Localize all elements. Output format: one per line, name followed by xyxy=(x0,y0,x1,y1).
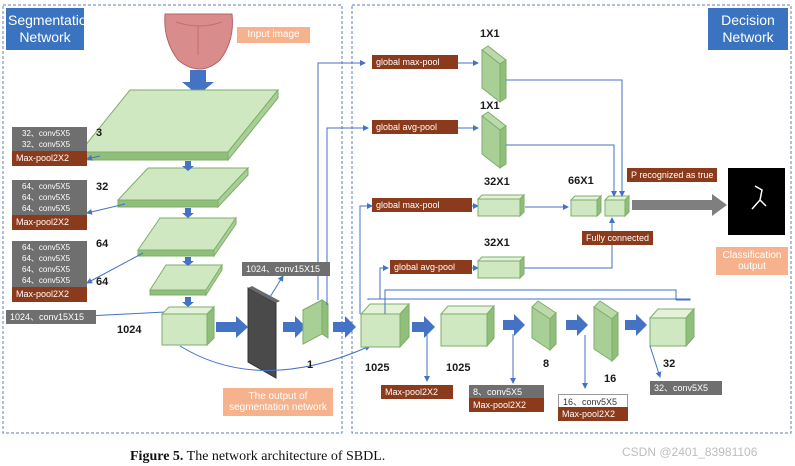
size-32x1-b: 32X1 xyxy=(484,237,510,249)
down-arrow-icon xyxy=(182,70,214,95)
stack-c: 64、conv5X5 64、conv5X5 64、conv5X5 64、conv… xyxy=(12,241,87,302)
stack-c-line: 64、conv5X5 xyxy=(12,241,87,254)
figure-caption: Figure 5. The network architecture of SB… xyxy=(130,449,385,465)
segmentation-section-border xyxy=(2,4,343,434)
global-max-pool-1: global max-pool xyxy=(372,55,458,69)
seg-output-label: The output of segmentation network xyxy=(223,388,333,416)
stack-a-line: 32、conv5X5 xyxy=(12,140,87,151)
classification-output-image xyxy=(728,168,785,235)
stack-b-line: 64、conv5X5 xyxy=(12,193,87,204)
stack-c-line: 64、conv5X5 xyxy=(12,254,87,265)
stack-b-line: 64、conv5X5 xyxy=(12,204,87,215)
p-recognized-label: P recognized as true xyxy=(627,168,718,182)
size-66x1: 66X1 xyxy=(568,175,594,187)
size-1x1-a: 1X1 xyxy=(480,28,500,40)
seg-number-1024: 1024 xyxy=(117,324,142,336)
right-arrow-icon xyxy=(216,316,248,338)
stack-b-line: 64、conv5X5 xyxy=(12,180,87,193)
segmentation-output-plate xyxy=(247,286,280,379)
stack-c-line: 64、conv5X5 xyxy=(12,265,87,276)
stack-d: 1024、conv15X15 xyxy=(6,310,96,324)
right-arrow-icon xyxy=(333,316,356,338)
watermark: CSDN @2401_83981106 xyxy=(622,445,758,459)
output-arrow-icon xyxy=(632,194,727,216)
cube-32 xyxy=(648,307,696,348)
slab-1 xyxy=(302,299,329,345)
fully-connected-label: Fully connected xyxy=(582,231,654,245)
seg-number-1: 1 xyxy=(307,359,314,371)
decision-network-title: Decision Network xyxy=(708,8,788,50)
global-max-pool-2: global max-pool xyxy=(372,198,472,212)
slab-8 xyxy=(531,300,557,352)
dec-pool-16: Max-pool2X2 xyxy=(558,407,628,421)
global-avg-pool-1: global avg-pool xyxy=(372,120,458,134)
slab-16 xyxy=(593,300,619,363)
layer-32 xyxy=(116,166,250,209)
seg-number-64a: 64 xyxy=(96,238,109,250)
layer-64a xyxy=(137,216,237,258)
feature-32x1-b xyxy=(476,255,526,280)
figure-number: Figure 5. xyxy=(130,449,184,464)
layer-3 xyxy=(78,88,280,162)
feature-66x1 xyxy=(569,194,631,218)
dec-number-16: 16 xyxy=(604,373,617,385)
dec-pool-8: Max-pool2X2 xyxy=(469,398,544,412)
stack-c-line: 64、conv5X5 xyxy=(12,276,87,287)
figure-text: The network architecture of SBDL. xyxy=(186,449,386,464)
small-down-arrows xyxy=(182,161,194,307)
right-arrow-icon xyxy=(283,316,306,338)
seg-number-32: 32 xyxy=(96,181,109,193)
stack-a: 32、conv5X5 32、conv5X5 Max-pool2X2 xyxy=(12,127,87,166)
dec-conv-32: 32、conv5X5 xyxy=(650,381,722,395)
dec-number-1025a: 1025 xyxy=(365,362,390,374)
cube-1024 xyxy=(160,305,216,347)
stack-a-pool: Max-pool2X2 xyxy=(12,151,87,166)
size-32x1-a: 32X1 xyxy=(484,176,510,188)
right-arrow-icon xyxy=(566,314,588,336)
tongue-image xyxy=(164,13,233,70)
seg-number-64b: 64 xyxy=(96,276,109,288)
feature-32x1-a xyxy=(476,193,526,218)
cube-1025b xyxy=(439,304,496,348)
stack-b-pool: Max-pool2X2 xyxy=(12,215,87,230)
cube-1025a xyxy=(359,302,411,349)
dec-number-32: 32 xyxy=(663,358,676,370)
dec-number-1025b: 1025 xyxy=(446,362,471,374)
dec-conv-8: 8、conv5X5 xyxy=(469,385,544,399)
size-1x1-b: 1X1 xyxy=(480,100,500,112)
input-image-label: Input image xyxy=(237,27,310,43)
conv-1024-15-label: 1024、conv15X15 xyxy=(242,262,330,276)
dec-pool-1: Max-pool2X2 xyxy=(381,385,453,399)
stack-a-line: 32、conv5X5 xyxy=(12,127,87,140)
global-avg-pool-2: global avg-pool xyxy=(390,260,472,274)
right-arrow-icon xyxy=(412,316,435,338)
seg-number-3: 3 xyxy=(96,127,103,139)
segmentation-network-title: Segmentation Network xyxy=(6,8,94,50)
feature-1x1-b xyxy=(481,111,507,170)
stack-c-pool: Max-pool2X2 xyxy=(12,287,87,302)
stack-b: 64、conv5X5 64、conv5X5 64、conv5X5 Max-poo… xyxy=(12,180,87,230)
right-arrow-icon xyxy=(503,314,525,336)
dec-number-8: 8 xyxy=(543,358,550,370)
layer-64b xyxy=(149,263,223,297)
feature-1x1-a xyxy=(481,45,507,104)
right-arrow-icon xyxy=(625,314,647,336)
classification-output-label: Classification output xyxy=(716,247,788,275)
decision-section-border xyxy=(351,4,792,434)
